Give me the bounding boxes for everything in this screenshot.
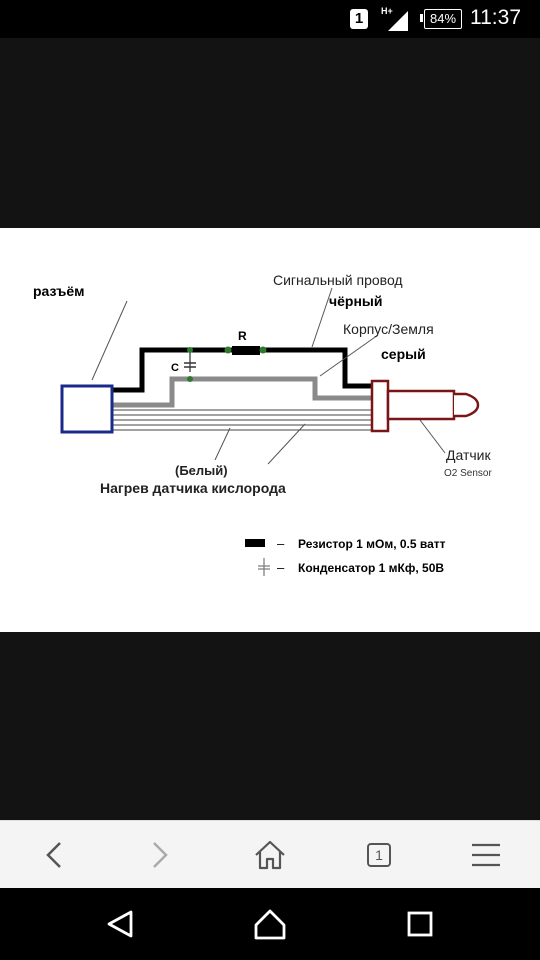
legend-capacitor-text: Конденсатор 1 мКф, 50В	[298, 561, 444, 575]
back-button[interactable]	[32, 835, 76, 875]
triangle-back-icon	[107, 910, 133, 938]
system-navigation-bar	[0, 888, 540, 960]
battery-tip	[420, 14, 423, 22]
legend-resistor-text: Резистор 1 мОм, 0.5 ватт	[298, 537, 446, 551]
legend-resistor-dash: –	[277, 536, 285, 551]
status-bar: 1 H+ 84% 11:37	[0, 0, 540, 38]
ground-label: Корпус/Земля	[343, 321, 434, 337]
sensor-label: Датчик	[446, 447, 491, 463]
sim-badge: 1	[350, 9, 368, 29]
ground-color: серый	[381, 346, 426, 362]
menu-button[interactable]	[464, 835, 508, 875]
home-icon	[254, 909, 286, 940]
legend-capacitor-symbol	[258, 558, 270, 576]
wiring-diagram: R C разъём Сигнальный прово	[33, 272, 492, 576]
chevron-right-icon	[153, 842, 168, 868]
clock: 11:37	[470, 6, 521, 29]
image-panel[interactable]: R C разъём Сигнальный прово	[0, 228, 540, 632]
signal-wire-label: Сигнальный провод	[273, 272, 403, 288]
browser-toolbar: 1	[0, 820, 540, 889]
pointer-lines	[91, 287, 446, 465]
ground-wire	[112, 376, 372, 408]
signal-wire	[112, 347, 372, 393]
legend-resistor-symbol	[245, 539, 265, 547]
legend-capacitor-dash: –	[277, 560, 285, 575]
hamburger-menu-icon	[472, 843, 500, 867]
signal-icon: H+	[381, 6, 408, 31]
system-back-button[interactable]	[98, 904, 142, 944]
tabs-button[interactable]: 1	[356, 835, 400, 875]
viewer-background-bottom	[0, 632, 540, 820]
home-icon	[255, 840, 285, 870]
square-recents-icon	[407, 911, 433, 937]
capacitor-label: C	[171, 362, 179, 374]
sensor-sublabel: O2 Sensor	[444, 468, 492, 479]
connector-label: разъём	[33, 283, 84, 299]
home-button[interactable]	[248, 835, 292, 875]
heater-wires	[112, 409, 372, 431]
o2-sensor	[370, 379, 480, 433]
heater-label: Нагрев датчика кислорода	[100, 480, 286, 496]
resistor-label: R	[238, 329, 247, 343]
viewer-background-top	[0, 38, 540, 228]
chevron-left-icon	[46, 842, 61, 868]
battery-indicator: 84%	[424, 9, 462, 29]
tab-count-badge: 1	[367, 843, 391, 867]
system-recents-button[interactable]	[398, 904, 442, 944]
resistor-symbol	[232, 346, 260, 355]
heater-color-label: (Белый)	[175, 463, 228, 478]
signal-wire-color: чёрный	[329, 293, 382, 309]
capacitor-symbol	[184, 347, 196, 382]
forward-button[interactable]	[138, 835, 182, 875]
connector-box	[60, 384, 114, 434]
system-home-button[interactable]	[248, 904, 292, 944]
network-type: H+	[381, 6, 393, 16]
